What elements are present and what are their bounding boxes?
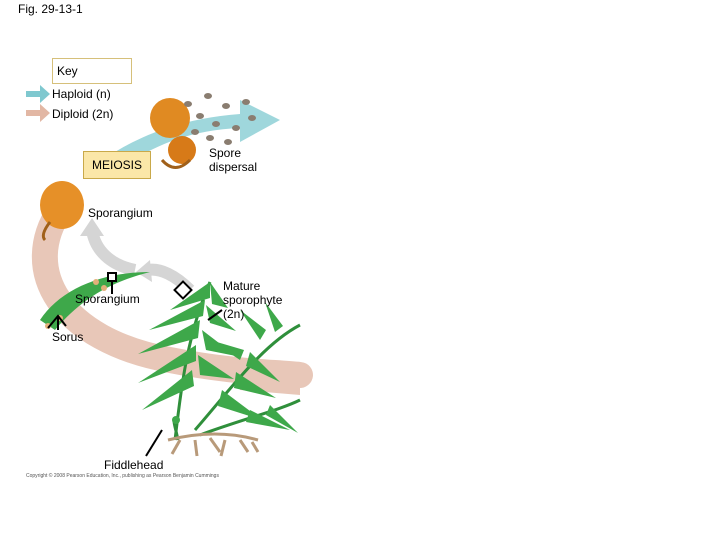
copyright-notice: Copyright © 2008 Pearson Education, Inc.… — [26, 473, 219, 479]
diploid-key-arrow — [26, 104, 50, 122]
sporangium-leaf-label: Sporangium — [75, 292, 140, 306]
sorus-label: Sorus — [52, 330, 84, 344]
diploid-label-text: Diploid (2n) — [52, 107, 114, 121]
key-box: Key — [52, 58, 132, 84]
fern-sporophyte — [138, 281, 301, 441]
mature-sporophyte-pointer — [207, 309, 223, 321]
spores — [184, 93, 256, 145]
haploid-label-text: Haploid (n) — [52, 87, 111, 101]
mature-sporophyte-label: Mature sporophyte (2n) — [223, 279, 283, 321]
sporangium-left — [40, 181, 84, 242]
diploid-key-label: Diploid (2n) — [52, 107, 113, 121]
meiosis-text: MEIOSIS — [91, 158, 142, 172]
rhizome-roots — [167, 432, 260, 457]
figure-title: Fig. 29-13-1 — [18, 2, 83, 16]
haploid-key-arrow — [26, 85, 50, 103]
spore-dispersal-label: Spore dispersal — [209, 146, 258, 174]
key-title: Key — [57, 64, 78, 78]
gray-cycle-arrow-upper-head — [80, 218, 104, 236]
sporangium-leaf-pointer-box — [107, 272, 117, 282]
fiddlehead-label: Fiddlehead — [104, 458, 164, 472]
sporangium-top-label: Sporangium — [88, 206, 153, 220]
gray-cycle-arrow-lower-head — [136, 260, 152, 282]
mature-sporophyte-pointer-box — [173, 280, 193, 300]
haploid-key-label: Haploid (n) — [52, 87, 111, 101]
pointer-lines — [47, 272, 223, 457]
leaf-with-sori — [40, 272, 150, 330]
meiosis-label: MEIOSIS — [83, 151, 151, 179]
fiddlehead-pointer — [145, 429, 163, 457]
sporangium-top-right — [150, 98, 196, 169]
